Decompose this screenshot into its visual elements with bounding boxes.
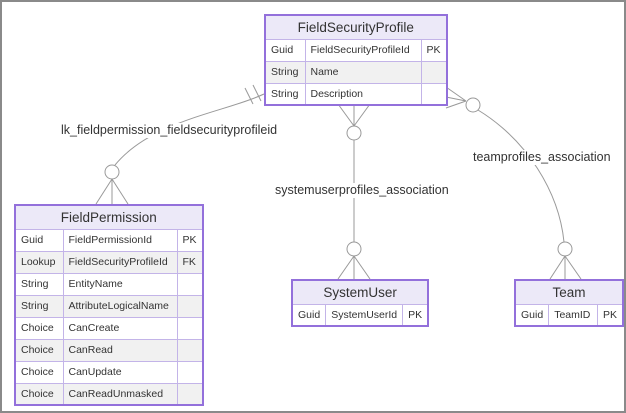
crows-foot-icon xyxy=(445,86,467,109)
relationship-teamprofiles-association xyxy=(445,86,582,280)
crows-foot-icon xyxy=(337,255,371,280)
zero-cardinality-circle-icon xyxy=(104,164,120,180)
crows-foot-icon xyxy=(95,178,129,205)
relationship-systemuserprofiles-association xyxy=(337,103,371,280)
crows-foot-icon xyxy=(549,255,582,280)
zero-cardinality-circle-icon xyxy=(346,125,362,141)
one-cardinality-ticks-icon xyxy=(244,84,262,105)
relationship-line xyxy=(114,93,265,166)
zero-cardinality-circle-icon xyxy=(346,241,362,257)
crows-foot-icon xyxy=(337,103,371,127)
relationship-lk-fieldpermission-fieldsecurityprofileid xyxy=(95,84,265,205)
zero-cardinality-circle-icon xyxy=(465,97,481,113)
zero-cardinality-circle-icon xyxy=(557,241,573,257)
relationship-line xyxy=(477,109,565,243)
